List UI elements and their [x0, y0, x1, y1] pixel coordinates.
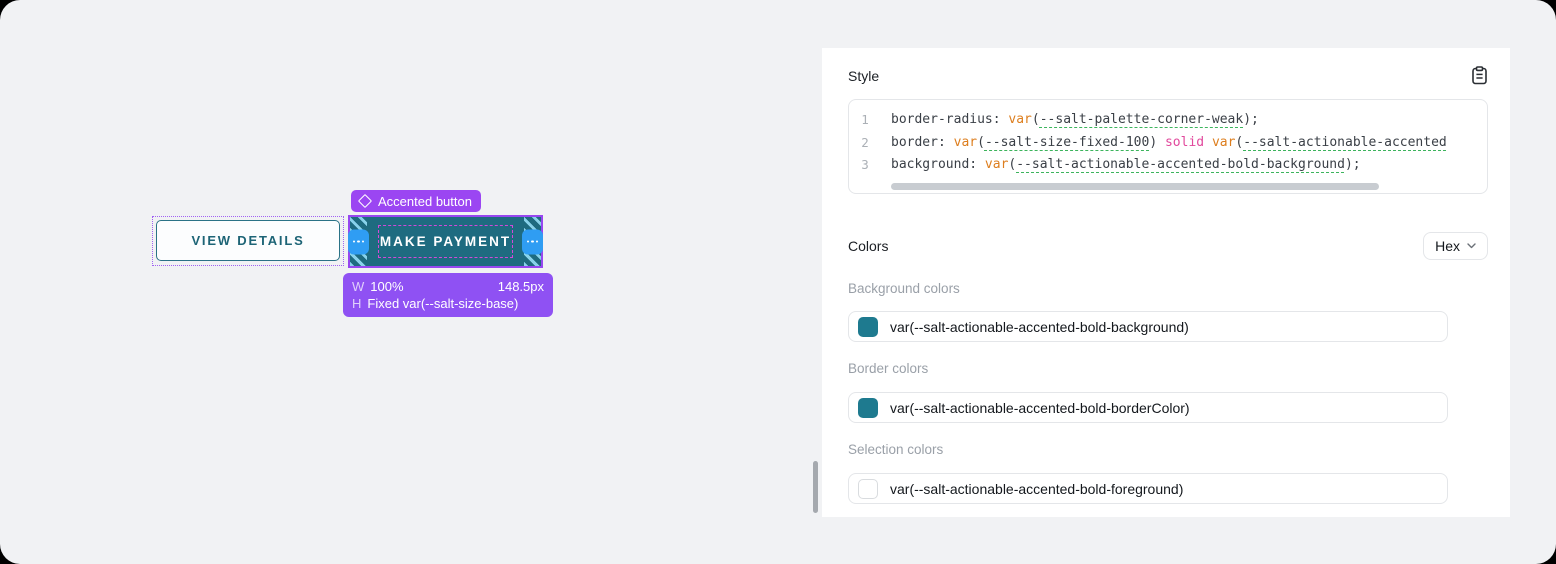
border-color-row[interactable]: var(--salt-actionable-accented-bold-bord… [848, 392, 1448, 423]
code-line-2: border: var(--salt-size-fixed-100) solid… [891, 134, 1447, 150]
height-value: Fixed var(--salt-size-base) [367, 296, 519, 311]
colors-section-title: Colors [848, 238, 889, 254]
panel-vertical-scrollbar[interactable] [813, 461, 818, 513]
clipboard-icon [1472, 66, 1487, 85]
background-color-row[interactable]: var(--salt-actionable-accented-bold-back… [848, 311, 1448, 342]
view-details-button[interactable]: VIEW DETAILS [156, 220, 340, 261]
color-format-dropdown[interactable]: Hex [1423, 232, 1488, 260]
background-colors-label: Background colors [848, 281, 960, 296]
width-pixels: 148.5px [497, 279, 544, 294]
copy-code-button[interactable] [1471, 66, 1488, 85]
border-color-value: var(--salt-actionable-accented-bold-bord… [890, 399, 1190, 416]
content-dashed-outline [378, 225, 513, 258]
color-format-value: Hex [1435, 238, 1460, 254]
resize-handle-right[interactable] [522, 229, 543, 254]
selection-dotted-outline [152, 216, 344, 266]
selection-colors-label: Selection colors [848, 442, 944, 457]
code-line-1: border-radius: var(--salt-palette-corner… [891, 112, 1259, 127]
size-tooltip: W 100% 148.5px H Fixed var(--salt-size-bas… [343, 273, 553, 317]
height-key: H [352, 296, 362, 311]
code-line-numbers: 1 2 3 [861, 112, 869, 172]
width-value: 100% [370, 279, 404, 294]
component-badge[interactable]: Accented button [351, 190, 481, 212]
selection-color-value: var(--salt-actionable-accented-bold-fore… [890, 480, 1184, 497]
selection-color-swatch [858, 478, 878, 499]
style-section-title: Style [848, 67, 880, 84]
css-code-block[interactable]: 1 2 3 border-radius: var(--salt-palette-… [848, 99, 1488, 194]
border-colors-label: Border colors [848, 361, 929, 376]
make-payment-label: MAKE PAYMENT [379, 234, 512, 249]
make-payment-button[interactable]: MAKE PAYMENT [348, 215, 543, 268]
style-inspector-panel: Style 1 2 3 border-radius: var(--salt-pa… [822, 48, 1510, 517]
selection-color-row[interactable]: var(--salt-actionable-accented-bold-fore… [848, 473, 1448, 504]
chevron-down-icon [1467, 243, 1476, 249]
width-key: W [352, 279, 365, 294]
background-color-swatch [858, 316, 878, 337]
component-diamond-icon [357, 193, 373, 209]
component-badge-label: Accented button [378, 193, 472, 209]
code-horizontal-scrollbar[interactable] [891, 183, 1379, 190]
code-area: border-radius: var(--salt-palette-corner… [881, 100, 1487, 193]
background-color-value: var(--salt-actionable-accented-bold-back… [890, 318, 1189, 335]
resize-handle-left[interactable] [348, 229, 369, 254]
border-color-swatch [858, 397, 878, 418]
code-line-3: background: var(--salt-actionable-accent… [891, 157, 1361, 172]
